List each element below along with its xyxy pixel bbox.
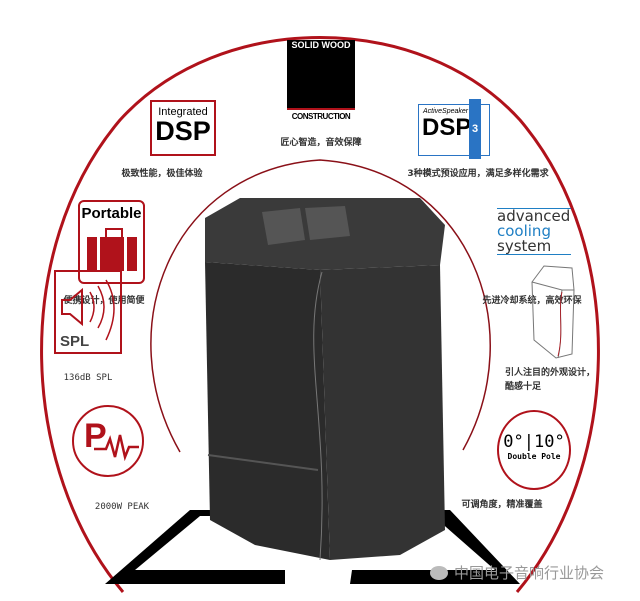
watermark-text: 中国电子音响行业协会 [454,564,605,582]
power-p-label: P [84,417,107,455]
speaker-sound-icon [61,279,115,341]
solid-wood-label: SOLID WOOD [291,40,351,50]
dsp-label: DSP [155,116,211,146]
solid-wood-badge: SOLID WOOD [287,40,355,110]
spl-badge: SPL [54,270,122,354]
watermark: 中国电子音响行业协会 [430,562,604,583]
wechat-icon [430,565,448,580]
construction-label: CONSTRUCTION [291,112,351,121]
speaker-outline-icon [531,265,575,359]
dsp3-caption: 3种模式预设应用，满足多样化需求 [407,169,549,179]
speaker-image [205,198,445,561]
cooling-system: system [497,237,552,255]
double-pole-caption: 可调角度，精准覆盖 [461,500,543,510]
portable-label: Portable [81,205,142,222]
integrated-dsp-badge: Integrated DSP [150,100,216,156]
cooling-advanced: advanced [497,207,571,225]
integrated-label: Integrated [158,106,208,118]
design-caption-line1: 引人注目的外观设计， [505,368,596,378]
waveform-icon [94,434,139,461]
cooling-caption: 先进冷却系统，高效环保 [482,296,582,306]
power-caption: 2000W PEAK [94,502,150,512]
angles-label: 0°|10° [503,432,565,452]
dsp3-badge: ActiveSpeaker DSP 3 [418,99,490,159]
spl-caption: 136dB SPL [63,373,113,383]
design-caption: 引人注目的外观设计， 酷感十足 [505,366,595,394]
power-badge: P [72,405,144,477]
design-caption-line2: 酷感十足 [505,382,542,392]
portable-badge: Portable [78,200,145,284]
integrated-dsp-caption: 极致性能，极佳体验 [121,169,203,179]
inner-arc [150,159,491,453]
solid-wood-caption: 匠心智造，音效保障 [280,138,362,148]
floor-outline [105,510,520,584]
activespeaker-label: ActiveSpeaker [423,108,469,115]
spl-label: SPL [60,333,90,350]
double-pole-label: Double Pole [507,452,561,461]
outer-arc [40,36,600,593]
suitcase-icon [86,228,137,271]
dsp3-number-badge: 3 [469,99,481,159]
cooling-badge: advanced cooling system [497,208,571,255]
cooling-cooling: cooling [497,222,551,240]
dsp3-dsp-label: DSP [422,114,472,141]
double-pole-badge: 0°|10° Double Pole [497,410,571,490]
